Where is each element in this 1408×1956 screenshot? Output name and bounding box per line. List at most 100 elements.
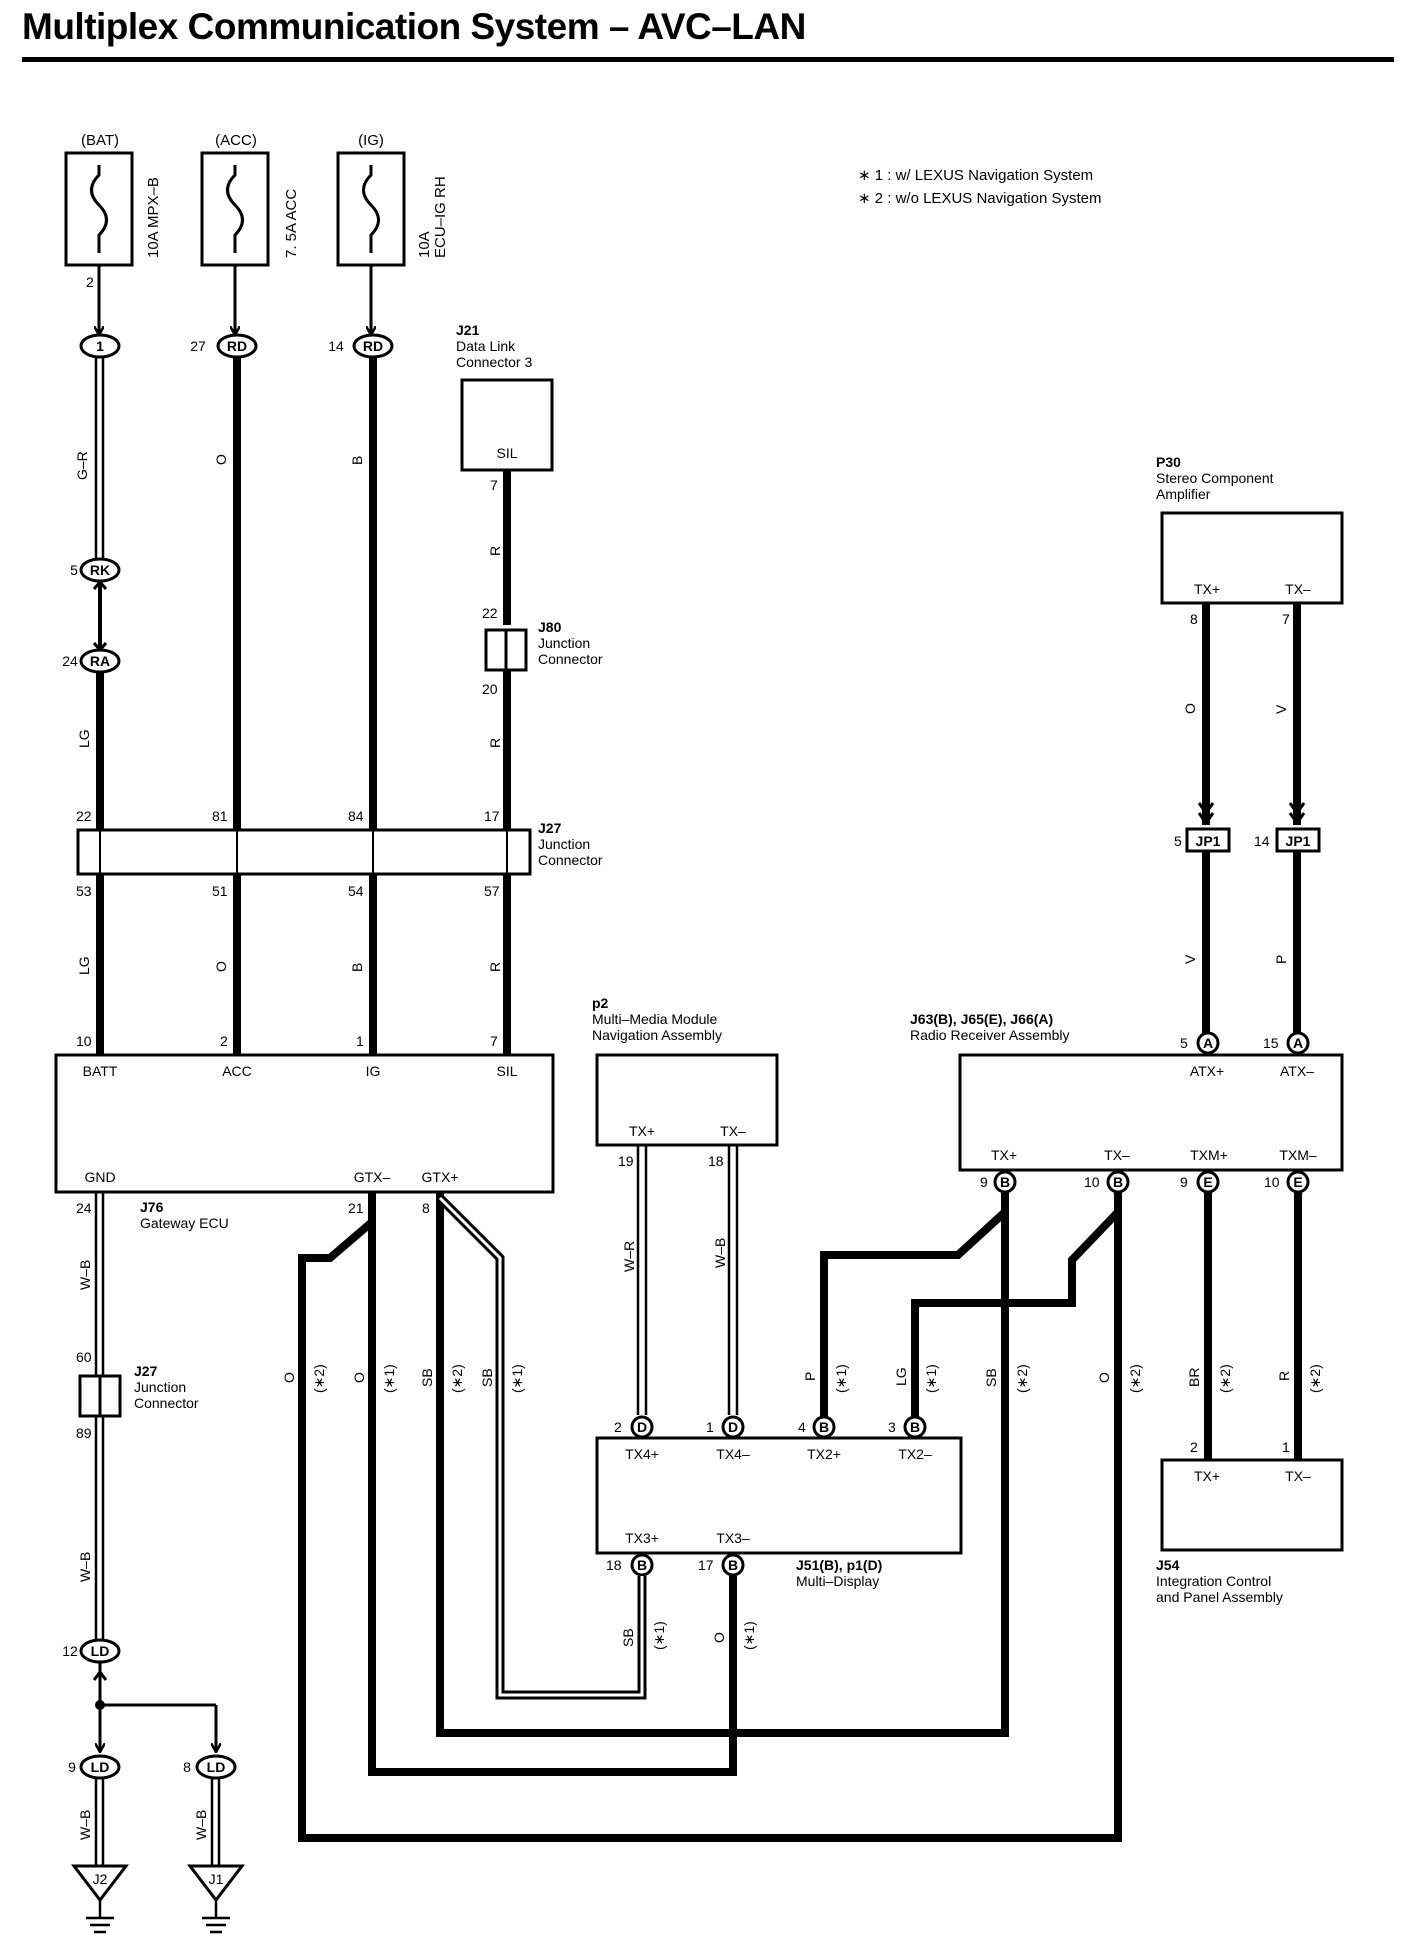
svg-text:10: 10 [1084, 1174, 1100, 1190]
svg-text:G–R: G–R [74, 451, 90, 480]
svg-text:Junction: Junction [134, 1379, 186, 1395]
j54-integration-control-panel: 2 1 TX+ TX– J54 Integration Control and … [1156, 1439, 1344, 1605]
svg-text:p2: p2 [592, 995, 609, 1011]
svg-text:9: 9 [980, 1174, 988, 1190]
p30-stereo-amplifier: P30 Stereo Component Amplifier TX+ TX– 8… [1156, 454, 1344, 627]
svg-text:(∗2): (∗2) [1014, 1364, 1030, 1393]
svg-text:W–R: W–R [621, 1241, 637, 1272]
svg-text:B: B [819, 1419, 829, 1435]
svg-text:22: 22 [76, 808, 92, 824]
svg-text:60: 60 [76, 1349, 92, 1365]
fuse-ig-name2: ECU–IG RH [432, 176, 449, 258]
svg-text:2: 2 [220, 1033, 228, 1049]
svg-text:O: O [213, 454, 229, 465]
svg-text:7: 7 [1282, 611, 1290, 627]
note-2: ∗ 2 : w/o LEXUS Navigation System [858, 190, 1102, 207]
svg-text:1: 1 [1282, 1439, 1290, 1455]
svg-text:18: 18 [606, 1557, 622, 1573]
svg-text:R: R [1276, 1371, 1292, 1381]
connector-bat: 1 [79, 333, 121, 359]
svg-text:ACC: ACC [222, 1063, 252, 1079]
svg-text:22: 22 [482, 605, 498, 621]
j76-gateway-ecu: 10 2 1 7 BATT ACC IG SIL GND GTX– GTX+ 2… [54, 1033, 555, 1231]
svg-text:15: 15 [1263, 1035, 1279, 1051]
svg-text:J80: J80 [538, 619, 562, 635]
svg-text:2: 2 [614, 1419, 622, 1435]
svg-text:Stereo Component: Stereo Component [1156, 470, 1274, 486]
svg-text:R: R [487, 546, 503, 556]
fuse-acc-supply: (ACC) [215, 132, 257, 149]
svg-text:TX–: TX– [1285, 581, 1311, 597]
svg-text:(∗2): (∗2) [1217, 1364, 1233, 1393]
svg-text:19: 19 [618, 1153, 634, 1169]
connector-ra: 24 RA [62, 648, 121, 674]
svg-text:Connector: Connector [134, 1395, 199, 1411]
svg-text:Multi–Display: Multi–Display [796, 1573, 879, 1589]
svg-text:TX–: TX– [720, 1123, 746, 1139]
connector-jp1-b: 14 JP1 [1254, 827, 1321, 853]
svg-text:V: V [1182, 954, 1198, 964]
wire-labels: O (∗2) O (∗1) SB (∗2) SB (∗1) P (∗1) LG … [281, 1364, 1323, 1650]
svg-text:J1: J1 [209, 1871, 224, 1887]
svg-text:JP1: JP1 [1286, 833, 1311, 849]
svg-text:E: E [1293, 1174, 1302, 1190]
svg-text:9: 9 [1180, 1174, 1188, 1190]
svg-text:(∗2): (∗2) [449, 1364, 465, 1393]
svg-text:TX2+: TX2+ [807, 1446, 841, 1462]
connector-jp1-a: 5 JP1 [1174, 827, 1231, 853]
svg-text:B: B [910, 1419, 920, 1435]
svg-text:B: B [728, 1557, 738, 1573]
svg-text:14: 14 [1254, 833, 1270, 849]
svg-text:89: 89 [76, 1425, 92, 1441]
svg-text:(∗2): (∗2) [311, 1364, 327, 1393]
svg-text:P: P [1273, 955, 1289, 964]
fuse-ig-supply: (IG) [358, 132, 384, 149]
j27-junction-connector-bottom: 60 89 J27 Junction Connector [76, 1349, 199, 1441]
svg-text:O: O [711, 1632, 727, 1643]
fuse-ig: (IG) 10A ECU–IG RH [336, 132, 449, 267]
svg-text:RA: RA [90, 653, 110, 669]
svg-text:54: 54 [348, 883, 364, 899]
svg-text:TX+: TX+ [991, 1147, 1017, 1163]
svg-text:57: 57 [484, 883, 500, 899]
svg-text:(∗1): (∗1) [833, 1364, 849, 1393]
svg-text:5: 5 [1180, 1035, 1188, 1051]
svg-text:D: D [728, 1419, 738, 1435]
svg-text:7: 7 [490, 477, 498, 493]
ground-j2: J2 [70, 1864, 130, 1934]
svg-text:TXM–: TXM– [1279, 1147, 1317, 1163]
svg-text:TX2–: TX2– [898, 1446, 932, 1462]
avc-lan-wiring [298, 1192, 1302, 1842]
svg-text:Junction: Junction [538, 836, 590, 852]
svg-text:SIL: SIL [496, 445, 517, 461]
svg-text:Data Link: Data Link [456, 338, 516, 354]
radio-receiver-assembly: J63(B), J65(E), J66(A) Radio Receiver As… [910, 1011, 1344, 1194]
svg-text:1: 1 [96, 338, 104, 354]
svg-text:5: 5 [70, 562, 78, 578]
svg-text:21: 21 [348, 1200, 364, 1216]
svg-text:SB: SB [620, 1628, 636, 1647]
svg-text:TX–: TX– [1104, 1147, 1130, 1163]
svg-text:Radio Receiver Assembly: Radio Receiver Assembly [910, 1027, 1070, 1043]
svg-text:TX+: TX+ [629, 1123, 655, 1139]
svg-text:J54: J54 [1156, 1557, 1180, 1573]
svg-text:10: 10 [1264, 1174, 1280, 1190]
svg-text:R: R [487, 738, 503, 748]
svg-text:R: R [487, 962, 503, 972]
svg-text:GND: GND [84, 1169, 115, 1185]
svg-text:LD: LD [207, 1759, 226, 1775]
svg-text:GTX+: GTX+ [422, 1169, 459, 1185]
svg-text:Gateway ECU: Gateway ECU [140, 1215, 229, 1231]
svg-text:12: 12 [62, 1643, 78, 1659]
svg-text:4: 4 [798, 1419, 806, 1435]
svg-text:RD: RD [363, 338, 383, 354]
svg-text:Integration Control: Integration Control [1156, 1573, 1271, 1589]
fuse-acc: (ACC) 7. 5A ACC [200, 132, 300, 267]
svg-text:(∗1): (∗1) [509, 1364, 525, 1393]
svg-text:Connector 3: Connector 3 [456, 354, 532, 370]
svg-text:RD: RD [227, 338, 247, 354]
svg-text:B: B [1113, 1174, 1123, 1190]
svg-text:53: 53 [76, 883, 92, 899]
svg-text:TX4–: TX4– [716, 1446, 750, 1462]
